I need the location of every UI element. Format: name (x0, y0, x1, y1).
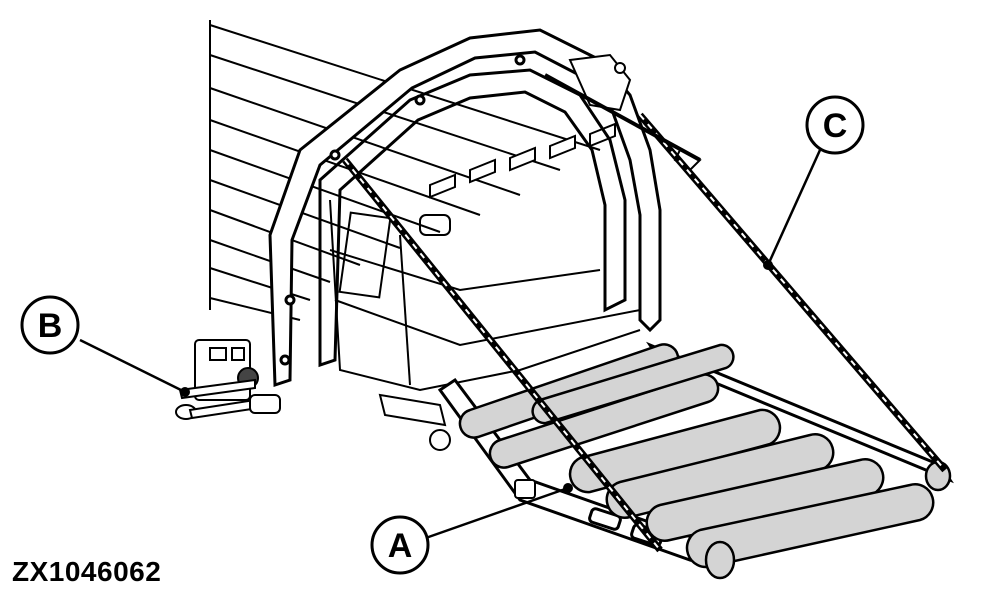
lower-hinge (378, 393, 536, 499)
callout-a: A (370, 515, 430, 575)
ramp-rollers (458, 343, 952, 580)
channel-ribs (429, 122, 616, 199)
callout-c-label: C (823, 107, 848, 145)
support-cables (342, 73, 948, 553)
callout-b: B (20, 295, 80, 355)
gate-frame (268, 28, 662, 388)
callout-a-label: A (388, 527, 413, 565)
callout-leaders (79, 149, 822, 542)
callout-dots (180, 260, 773, 493)
callout-c: C (805, 95, 865, 155)
latch-assembly (175, 339, 281, 420)
chamber-slats (209, 20, 601, 321)
callout-b-label: B (38, 307, 63, 345)
figure-id: ZX1046062 (12, 556, 162, 587)
inner-frame (329, 199, 641, 392)
